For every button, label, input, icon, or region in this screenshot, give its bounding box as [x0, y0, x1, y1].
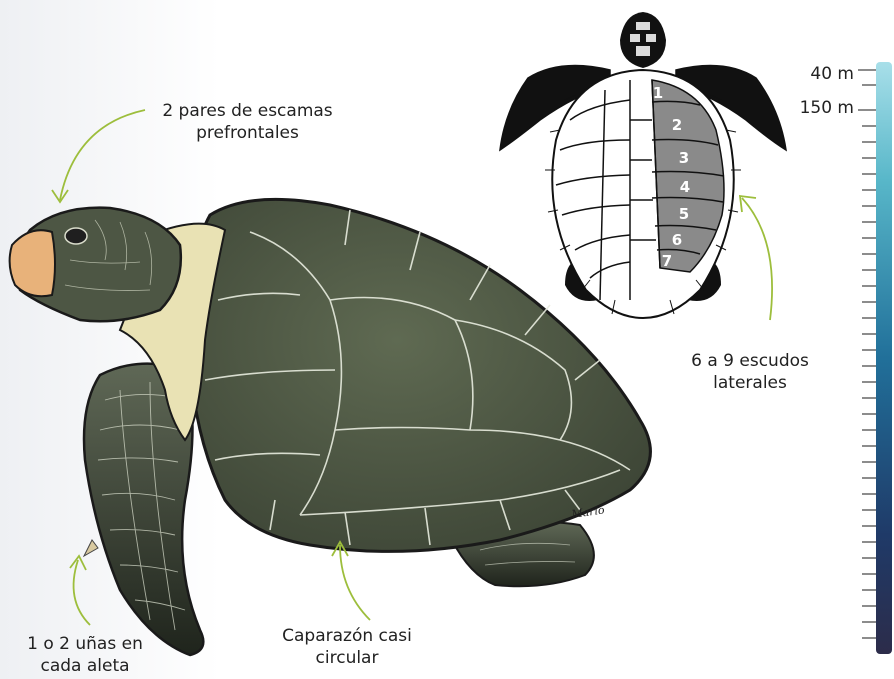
- arrow-claws: [74, 560, 90, 625]
- arrow-lateral: [742, 198, 772, 320]
- label-prefrontal-line2: prefrontales: [140, 122, 355, 144]
- label-lateral-line1: 6 a 9 escudos: [665, 350, 835, 372]
- depth-scale-bar: [876, 62, 892, 654]
- label-lateral-line2: laterales: [665, 372, 835, 394]
- label-prefrontal: 2 pares de escamas prefrontales: [140, 100, 355, 144]
- depth-label-150m: 150 m: [790, 98, 854, 118]
- scute-number-6: 6: [672, 231, 682, 249]
- scute-number-4: 4: [680, 178, 690, 196]
- scute-number-3: 3: [679, 149, 689, 167]
- label-prefrontal-line1: 2 pares de escamas: [140, 100, 355, 122]
- beak: [10, 230, 55, 296]
- scute-number-5: 5: [679, 205, 689, 223]
- flipper-claw: [84, 540, 98, 556]
- label-claws-line2: cada aleta: [10, 655, 160, 677]
- label-lateral: 6 a 9 escudos laterales: [665, 350, 835, 394]
- arrow-carapace: [340, 545, 370, 620]
- top-head: [620, 12, 666, 68]
- scute-number-2: 2: [672, 116, 682, 134]
- depth-scale-ticks: [858, 70, 876, 638]
- label-claws: 1 o 2 uñas en cada aleta: [10, 633, 160, 677]
- label-claws-line1: 1 o 2 uñas en: [10, 633, 160, 655]
- label-carapace: Caparazón casi circular: [272, 625, 422, 669]
- label-carapace-line1: Caparazón casi: [272, 625, 422, 647]
- arrow-prefrontal: [60, 110, 145, 200]
- scute-number-7: 7: [662, 252, 672, 270]
- top-view-diagram: [500, 12, 786, 318]
- eye: [65, 228, 87, 244]
- label-carapace-line2: circular: [272, 647, 422, 669]
- scute-number-1: 1: [653, 84, 663, 102]
- depth-label-40m: 40 m: [790, 64, 854, 84]
